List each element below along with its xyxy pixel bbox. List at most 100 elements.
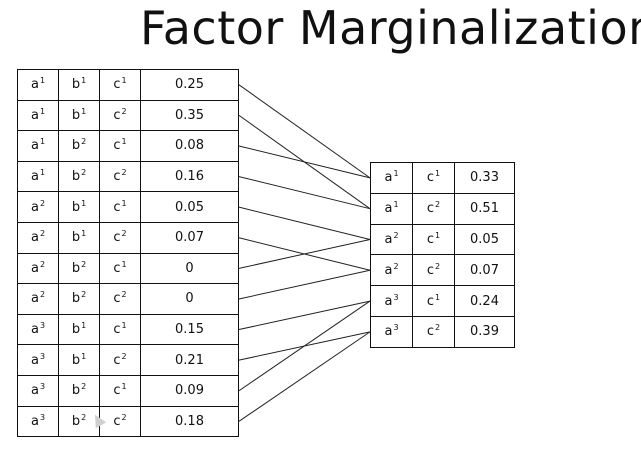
b-cell: b1 bbox=[58, 99, 100, 132]
a-cell: a3 bbox=[17, 344, 59, 376]
marginalization-link bbox=[238, 114, 371, 210]
c-cell-letter: c bbox=[113, 260, 121, 276]
a-cell-letter: a bbox=[384, 170, 393, 186]
c-cell-index: 2 bbox=[435, 261, 441, 271]
a-cell-letter: a bbox=[30, 107, 39, 123]
b-cell: b2 bbox=[58, 130, 100, 162]
c-cell-index: 1 bbox=[121, 137, 127, 147]
b-cell: b1 bbox=[58, 221, 100, 254]
c-cell: c2 bbox=[412, 192, 455, 225]
b-cell: b2 bbox=[58, 283, 100, 315]
a-cell-letter: a bbox=[30, 352, 39, 368]
marginalization-link bbox=[238, 269, 371, 300]
a-cell: a3 bbox=[370, 285, 413, 317]
value-cell: 0.24 bbox=[454, 285, 515, 317]
b-cell-index: 1 bbox=[81, 351, 87, 361]
b-cell-letter: b bbox=[71, 138, 81, 154]
c-cell-letter: c bbox=[426, 201, 435, 217]
value-cell: 0.39 bbox=[454, 315, 515, 348]
c-cell-letter: c bbox=[113, 199, 121, 215]
a-cell-letter: a bbox=[30, 260, 39, 276]
c-cell-letter: c bbox=[113, 291, 121, 307]
c-cell: c1 bbox=[412, 285, 455, 317]
value-cell: 0.21 bbox=[140, 344, 239, 376]
value-cell: 0.35 bbox=[140, 99, 239, 132]
a-cell: a2 bbox=[17, 191, 59, 223]
c-cell: c1 bbox=[412, 223, 455, 256]
b-cell-index: 1 bbox=[81, 229, 87, 239]
b-cell: b1 bbox=[58, 313, 100, 346]
b-cell-index: 2 bbox=[81, 259, 87, 269]
a-cell: a1 bbox=[370, 162, 413, 194]
value-cell: 0.15 bbox=[140, 313, 239, 346]
b-cell-index: 2 bbox=[81, 412, 87, 422]
c-cell: c2 bbox=[99, 99, 141, 132]
a-cell: a1 bbox=[17, 130, 59, 162]
c-cell-letter: c bbox=[113, 77, 121, 93]
a-cell-index: 2 bbox=[39, 198, 46, 208]
a-cell: a3 bbox=[17, 313, 59, 346]
a-cell-index: 1 bbox=[393, 169, 399, 179]
c-cell-index: 1 bbox=[121, 321, 127, 331]
c-cell: c2 bbox=[99, 221, 141, 254]
a-cell-letter: a bbox=[30, 322, 39, 338]
a-cell-index: 2 bbox=[39, 290, 46, 300]
b-cell: b2 bbox=[58, 252, 100, 285]
c-cell: c2 bbox=[412, 254, 455, 287]
value-cell: 0.07 bbox=[140, 221, 239, 254]
b-cell: b2 bbox=[58, 405, 100, 438]
value-cell: 0.09 bbox=[140, 374, 239, 407]
c-cell-index: 2 bbox=[121, 106, 127, 116]
a-cell-letter: a bbox=[384, 262, 393, 278]
a-cell-index: 2 bbox=[39, 259, 46, 269]
b-cell-letter: b bbox=[71, 322, 81, 338]
b-cell-index: 2 bbox=[81, 382, 87, 392]
c-cell-index: 1 bbox=[121, 382, 127, 392]
a-cell: a3 bbox=[370, 315, 413, 348]
a-cell: a2 bbox=[17, 221, 59, 254]
c-cell: c1 bbox=[99, 130, 141, 162]
marginalization-link bbox=[238, 239, 371, 269]
b-cell-index: 1 bbox=[81, 76, 87, 86]
b-cell-index: 1 bbox=[81, 106, 87, 116]
c-cell: c2 bbox=[99, 344, 141, 376]
c-cell: c1 bbox=[412, 162, 455, 194]
c-cell-letter: c bbox=[113, 383, 121, 399]
a-cell-index: 1 bbox=[39, 76, 46, 86]
b-cell: b2 bbox=[58, 160, 100, 193]
a-cell: a2 bbox=[370, 223, 413, 256]
value-cell: 0.05 bbox=[140, 191, 239, 223]
a-cell-index: 1 bbox=[393, 200, 399, 210]
a-cell-letter: a bbox=[30, 77, 39, 93]
a-cell: a1 bbox=[17, 99, 59, 132]
a-cell-index: 3 bbox=[39, 412, 46, 422]
c-cell-index: 1 bbox=[121, 259, 127, 269]
c-cell: c1 bbox=[99, 69, 141, 101]
c-cell-letter: c bbox=[426, 293, 435, 309]
a-cell-letter: a bbox=[30, 291, 39, 307]
a-cell-index: 2 bbox=[393, 261, 399, 271]
value-cell: 0 bbox=[140, 283, 239, 315]
marginalization-link bbox=[238, 206, 371, 240]
a-cell-index: 1 bbox=[39, 168, 46, 178]
c-cell-letter: c bbox=[113, 169, 121, 185]
value-cell: 0.25 bbox=[140, 69, 239, 101]
a-cell-index: 3 bbox=[39, 382, 46, 392]
c-cell-index: 2 bbox=[121, 229, 127, 239]
b-cell-index: 2 bbox=[81, 290, 87, 300]
a-cell: a2 bbox=[370, 254, 413, 287]
b-cell: b1 bbox=[58, 191, 100, 223]
c-cell-index: 2 bbox=[435, 200, 441, 210]
b-cell: b2 bbox=[58, 374, 100, 407]
c-cell-index: 2 bbox=[121, 412, 127, 422]
